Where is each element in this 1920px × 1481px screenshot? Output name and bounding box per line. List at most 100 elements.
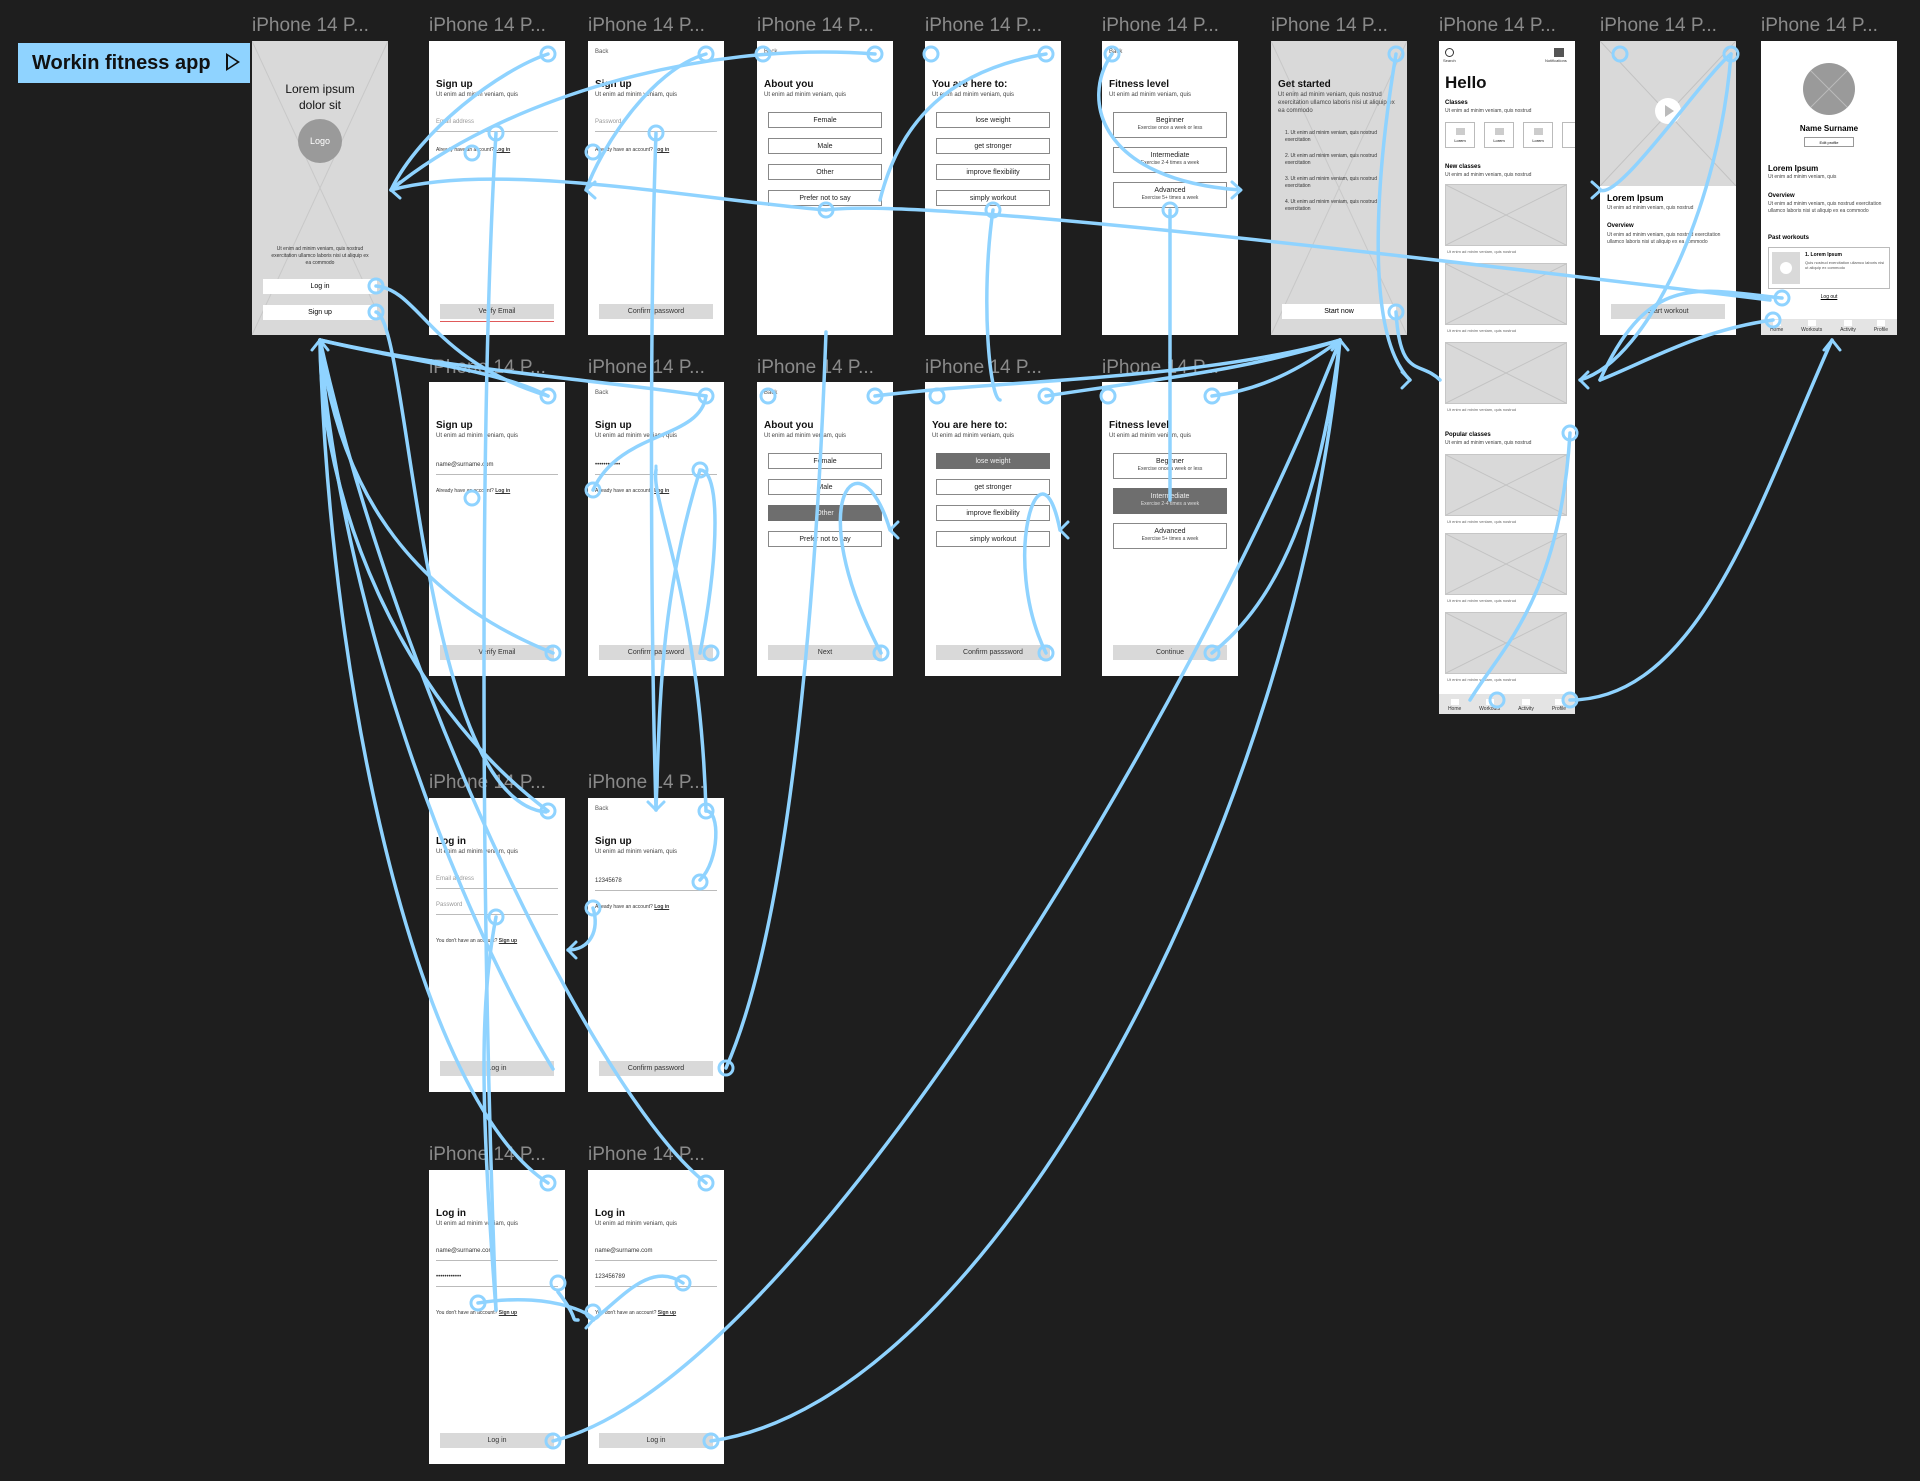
hotspot[interactable] [539,802,557,820]
frame-splash[interactable]: Lorem ipsum dolor sit Logo Ut enim ad mi… [252,41,388,335]
hotspot[interactable] [1722,45,1740,63]
class-chip[interactable]: Lorem [1484,122,1514,148]
confirm-password-button[interactable]: Confirm password [599,645,713,660]
frame-label[interactable]: iPhone 14 P... [429,15,546,36]
hotspot[interactable] [584,481,602,499]
frame-goals[interactable]: You are here to: Ut enim ad minim veniam… [925,41,1061,335]
verify-email-button[interactable]: Verify Email [440,645,554,660]
class-card-image[interactable] [1445,612,1567,674]
hotspot[interactable] [1561,691,1579,709]
edit-profile-button[interactable]: Edit profile [1804,137,1854,147]
frame-profile[interactable]: Name Surname Edit profile Lorem Ipsum Ut… [1761,41,1897,335]
tab-home[interactable]: Home [1770,320,1783,333]
continue-button[interactable]: Continue [1113,645,1227,660]
confirm-button[interactable]: Confirm passsword [936,645,1050,660]
frame-label[interactable]: iPhone 14 P... [588,15,705,36]
flow-start-badge[interactable]: Workin fitness app [18,43,250,83]
frame-label[interactable]: iPhone 14 P... [1102,15,1219,36]
tab-home[interactable]: Home [1448,699,1461,712]
hotspot[interactable] [922,45,940,63]
hotspot[interactable] [549,1274,567,1292]
class-chip[interactable]: Lorem [1445,122,1475,148]
hotspot[interactable] [544,1432,562,1450]
option-get-stronger[interactable]: get stronger [936,479,1050,495]
option-other[interactable]: Other [768,505,882,521]
frame-label[interactable]: iPhone 14 P... [1439,15,1556,36]
hotspot[interactable] [759,387,777,405]
frame-goals-selected[interactable]: You are here to: Ut enim ad minim veniam… [925,382,1061,676]
hotspot[interactable] [984,201,1002,219]
tab-workouts[interactable]: Workouts [1801,320,1822,333]
frame-label[interactable]: iPhone 14 P... [757,357,874,378]
option-simply-workout[interactable]: simply workout [936,531,1050,547]
option-prefer-not[interactable]: Prefer not to say [768,531,882,547]
hotspot[interactable] [367,303,385,321]
frame-about-you[interactable]: Back About you Ut enim ad minim veniam, … [757,41,893,335]
signup-link[interactable]: Sign up [498,938,518,944]
hotspot[interactable] [1611,45,1629,63]
hotspot[interactable] [1037,644,1055,662]
logout-link[interactable]: Log out [1820,294,1838,300]
back-link[interactable]: Back [595,390,609,396]
hotspot[interactable] [539,1174,557,1192]
option-prefer-not[interactable]: Prefer not to say [768,190,882,206]
hotspot[interactable] [584,899,602,917]
hotspot[interactable] [463,144,481,162]
hotspot[interactable] [1387,45,1405,63]
frame-label[interactable]: iPhone 14 P... [588,772,705,793]
hotspot[interactable] [702,644,720,662]
hotspot[interactable] [584,143,602,161]
hotspot[interactable] [697,45,715,63]
hotspot[interactable] [544,644,562,662]
frame-label[interactable]: iPhone 14 P... [588,1144,705,1165]
password-field[interactable]: 123456789 [595,1274,717,1287]
frame-login-masked[interactable]: Log in Ut enim ad minim veniam, quis nam… [429,1170,565,1464]
hotspot[interactable] [487,124,505,142]
hotspot[interactable] [697,1174,715,1192]
email-field[interactable]: Email address [436,876,558,889]
option-flexibility[interactable]: improve flexibility [936,505,1050,521]
login-link[interactable]: Log in [654,147,670,153]
option-male[interactable]: Male [768,138,882,154]
back-link[interactable]: Back [595,49,609,55]
option-flexibility[interactable]: improve flexibility [936,164,1050,180]
start-now-button[interactable]: Start now [1282,304,1396,319]
play-icon[interactable] [226,53,240,71]
frame-label[interactable]: iPhone 14 P... [925,357,1042,378]
frame-get-started[interactable]: Get started Ut enim ad minim veniam, qui… [1271,41,1407,335]
email-field[interactable]: name@surname.com [436,462,558,475]
frame-label[interactable]: iPhone 14 P... [252,15,369,36]
hotspot[interactable] [702,1432,720,1450]
frame-login-visible[interactable]: Log in Ut enim ad minim veniam, quis nam… [588,1170,724,1464]
hotspot[interactable] [691,461,709,479]
hotspot[interactable] [1037,387,1055,405]
frame-label[interactable]: iPhone 14 P... [1761,15,1878,36]
hotspot[interactable] [1203,644,1221,662]
option-female[interactable]: Female [768,453,882,469]
option-lose-weight[interactable]: lose weight [936,112,1050,128]
frame-signup-password-masked[interactable]: Back Sign up Ut enim ad minim veniam, qu… [588,382,724,676]
hotspot[interactable] [1387,303,1405,321]
frame-signup-password-visible[interactable]: Back Sign up Ut enim ad minim veniam, qu… [588,798,724,1092]
signup-link[interactable]: Sign up [498,1310,518,1316]
option-simply-workout[interactable]: simply workout [936,190,1050,206]
hotspot[interactable] [1773,289,1791,307]
hotspot[interactable] [647,124,665,142]
frame-label[interactable]: iPhone 14 P... [1271,15,1388,36]
frame-signup-empty[interactable]: Sign up Ut enim ad minim veniam, quis Em… [429,41,565,335]
login-button[interactable]: Log in [599,1433,713,1448]
frame-login-empty[interactable]: Log in Ut enim ad minim veniam, quis Ema… [429,798,565,1092]
tab-activity[interactable]: Activity [1840,320,1856,333]
confirm-password-button[interactable]: Confirm password [599,304,713,319]
hotspot[interactable] [928,387,946,405]
class-card-image[interactable] [1445,454,1567,516]
hotspot[interactable] [872,644,890,662]
frame-label[interactable]: iPhone 14 P... [429,772,546,793]
hotspot[interactable] [463,489,481,507]
frame-label[interactable]: iPhone 14 P... [757,15,874,36]
hotspot[interactable] [1037,45,1055,63]
notifications-icon[interactable] [1554,48,1564,57]
login-button[interactable]: Log in [263,279,377,294]
password-field[interactable]: •••••••••••• [436,1274,558,1287]
